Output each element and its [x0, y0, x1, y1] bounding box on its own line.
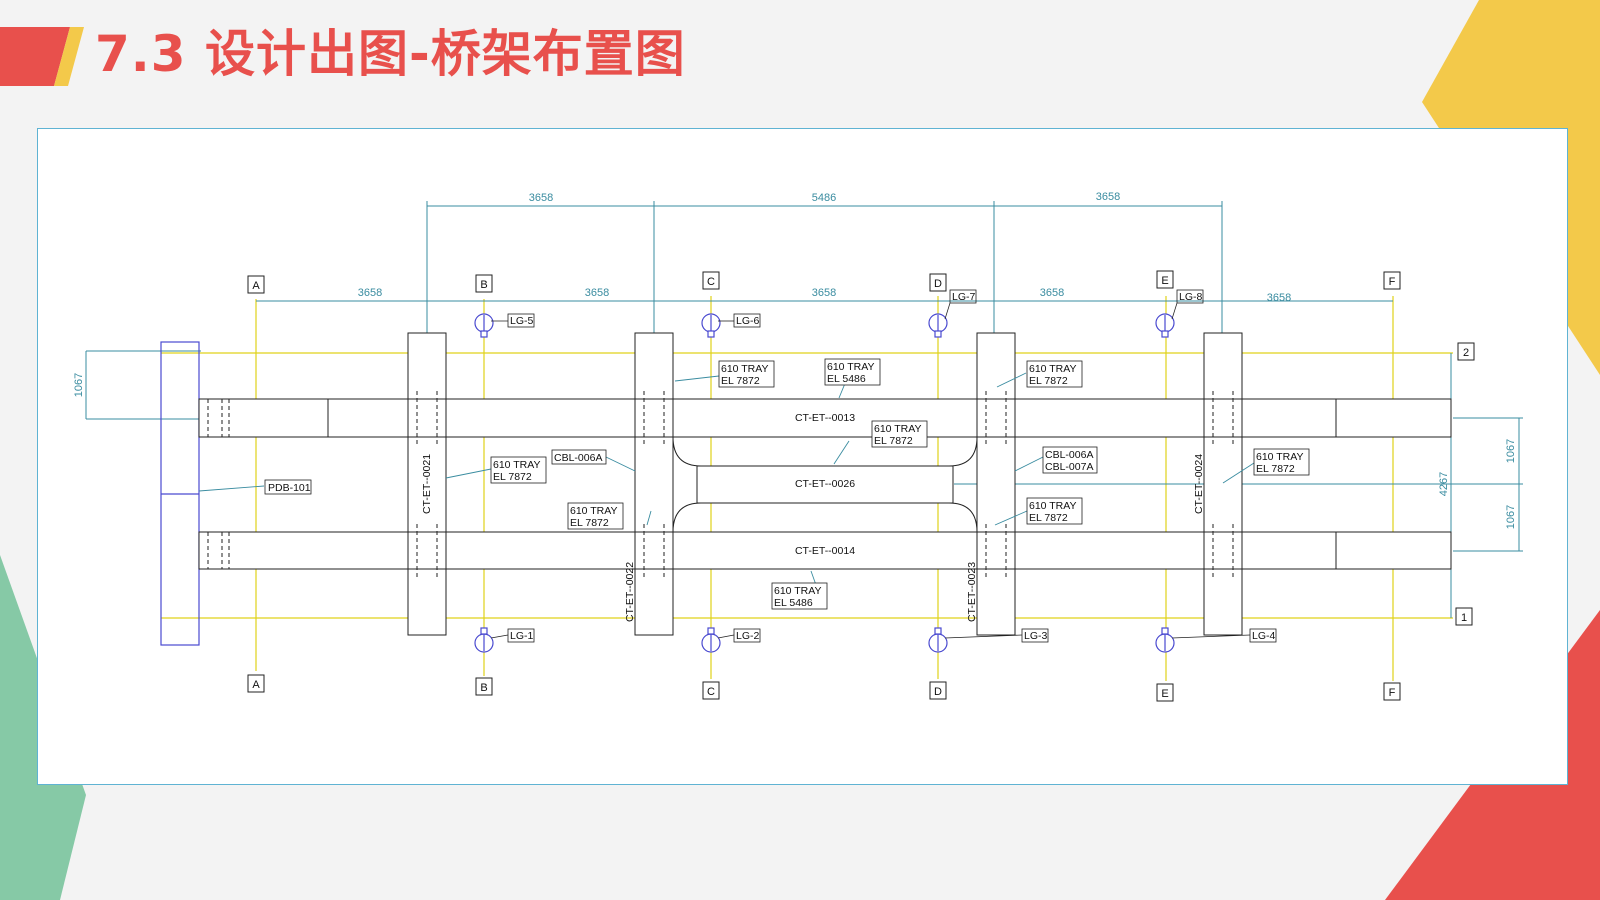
axis-a-bottom: A	[252, 679, 260, 691]
tray-label-0026: CT-ET--0026	[795, 478, 855, 490]
dim-right-lower: 1067	[1505, 505, 1517, 529]
tray-annot-6-size: 610 TRAY	[570, 505, 617, 517]
axis-e-top: E	[1161, 275, 1168, 287]
lg-6-label: LG-6	[736, 315, 760, 327]
lg-8-label: LG-8	[1179, 291, 1203, 303]
dim-grid-ef: 3658	[1267, 292, 1291, 304]
cable-label-right-1: CBL-006A	[1045, 449, 1093, 461]
annotation-boxes	[264, 358, 1310, 610]
axis-e-bottom: E	[1161, 688, 1168, 700]
axis-d-top: D	[934, 278, 942, 290]
cable-label-right-2: CBL-007A	[1045, 461, 1093, 473]
axis-marker-labels: A A B B C C D D E E F F 2 1	[252, 275, 1469, 700]
tray-annot-8-size: 610 TRAY	[1256, 451, 1303, 463]
lg-2-label: LG-2	[736, 630, 760, 642]
tray-annot-5-size: 610 TRAY	[1029, 363, 1076, 375]
tray-crossings	[408, 391, 1242, 577]
lighting-labels: LG-5 LG-6 LG-7 LG-8 LG-1 LG-2 LG-3 LG-4	[510, 291, 1276, 642]
cable-label-left: CBL-006A	[554, 452, 602, 464]
dim-top-3: 3658	[1096, 191, 1120, 203]
tray-annot-8-el: EL 7872	[1256, 463, 1295, 475]
tray-label-0014: CT-ET--0014	[795, 545, 855, 557]
tray-label-0024: CT-ET--0024	[1193, 454, 1205, 514]
tray-label-0013: CT-ET--0013	[795, 412, 855, 424]
tray-annot-5-el: EL 7872	[1029, 375, 1068, 387]
title-bar-yellow	[54, 27, 84, 86]
axis-marker-boxes	[247, 270, 1475, 702]
tray-annot-4-el: EL 7872	[874, 435, 913, 447]
tray-id-labels: CT-ET--0013 CT-ET--0026 CT-ET--0014 CT-E…	[421, 412, 1205, 622]
drawing-frame: 3658 5486 3658 3658 3658 3658 3658 3658 …	[37, 128, 1568, 785]
dim-grid-cd: 3658	[812, 287, 836, 299]
cable-tray-layout-drawing: 3658 5486 3658 3658 3658 3658 3658 3658 …	[73, 191, 1523, 702]
tray-annot-2-size: 610 TRAY	[721, 363, 768, 375]
lg-5-label: LG-5	[510, 315, 534, 327]
tray-annot-3-el: EL 5486	[827, 373, 866, 385]
tray-annot-6-el: EL 7872	[570, 517, 609, 529]
lg-1-label: LG-1	[510, 630, 534, 642]
axis-row-1: 1	[1461, 612, 1467, 624]
tray-annot-1-size: 610 TRAY	[493, 459, 540, 471]
axis-d-bottom: D	[934, 686, 942, 698]
lighting-fixtures	[474, 313, 1175, 653]
tray-annot-2-el: EL 7872	[721, 375, 760, 387]
tray-annot-7-size: 610 TRAY	[1029, 500, 1076, 512]
axis-f-bottom: F	[1389, 687, 1396, 699]
dim-left: 1067	[73, 373, 85, 397]
pdb-panel	[160, 341, 200, 646]
dim-grid-bc: 3658	[585, 287, 609, 299]
tray-annot-7-el: EL 7872	[1029, 512, 1068, 524]
tray-label-0021: CT-ET--0021	[421, 454, 433, 514]
dimension-labels: 3658 5486 3658 3658 3658 3658 3658 3658 …	[73, 191, 1517, 529]
tray-label-0022: CT-ET--0022	[624, 562, 636, 622]
lg-4-label: LG-4	[1252, 630, 1276, 642]
dim-right-total: 4267	[1438, 472, 1450, 496]
tray-annot-9-size: 610 TRAY	[774, 585, 821, 597]
lg-3-label: LG-3	[1024, 630, 1048, 642]
axis-c-top: C	[707, 276, 715, 288]
dim-grid-ab: 3658	[358, 287, 382, 299]
annotation-labels: PDB-101 610 TRAY EL 7872 610 TRAY EL 787…	[268, 361, 1303, 609]
tray-label-0023: CT-ET--0023	[966, 562, 978, 622]
slide-title: 7.3 设计出图-桥架布置图	[95, 25, 686, 83]
title-bar-red	[0, 27, 70, 86]
tray-annot-3-size: 610 TRAY	[827, 361, 874, 373]
dim-top-1: 3658	[529, 192, 553, 204]
lighting-leaders	[490, 289, 1277, 643]
lg-7-label: LG-7	[952, 291, 976, 303]
axis-row-2: 2	[1463, 347, 1469, 359]
dim-right-upper: 1067	[1505, 439, 1517, 463]
axis-b-top: B	[480, 279, 487, 291]
dim-top-2: 5486	[812, 192, 836, 204]
vertical-trays	[407, 332, 1243, 636]
tray-annot-9-el: EL 5486	[774, 597, 813, 609]
axis-c-bottom: C	[707, 686, 715, 698]
annotation-leaders	[198, 372, 1255, 586]
axis-b-bottom: B	[480, 682, 487, 694]
dim-grid-de: 3658	[1040, 287, 1064, 299]
dimension-lines	[85, 201, 1523, 618]
tray-annot-1-el: EL 7872	[493, 471, 532, 483]
axis-f-top: F	[1389, 276, 1396, 288]
tray-annot-4-size: 610 TRAY	[874, 423, 921, 435]
pdb-label: PDB-101	[268, 482, 311, 494]
axis-a-top: A	[252, 280, 260, 292]
